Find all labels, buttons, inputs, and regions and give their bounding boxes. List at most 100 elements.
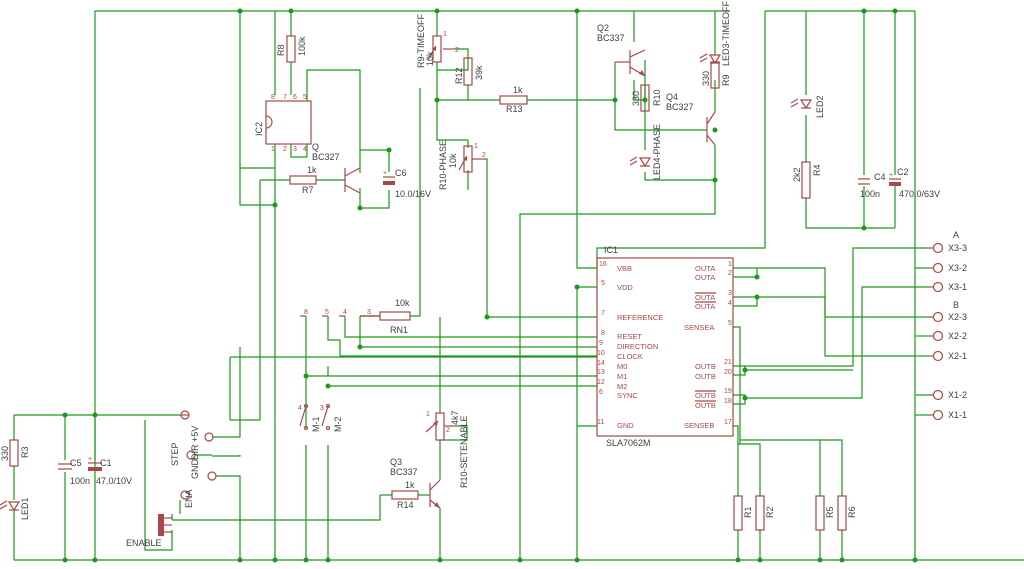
ic1-pin-senseb: SENSEB bbox=[684, 421, 714, 430]
svg-text:1: 1 bbox=[426, 411, 430, 418]
c5-value: 100n bbox=[70, 476, 90, 486]
q3-value: BC337 bbox=[390, 467, 418, 477]
svg-text:18: 18 bbox=[724, 398, 732, 405]
r1-resistor: R1 bbox=[733, 495, 753, 531]
r10-name: R10 bbox=[652, 89, 662, 106]
led3-timeoff: LED3-TIMEOFF bbox=[699, 0, 731, 66]
c4-name: C4 bbox=[874, 172, 886, 182]
r5-resistor: R5 bbox=[815, 495, 835, 531]
led4-name: LED4-PHASE bbox=[652, 124, 662, 180]
r10-resistor: 330 R10 bbox=[631, 84, 662, 112]
r4-name: R4 bbox=[812, 164, 822, 176]
terminal-x2-1: X2-1 bbox=[930, 350, 967, 362]
svg-text:19: 19 bbox=[724, 388, 732, 395]
svg-text:+: + bbox=[889, 172, 893, 179]
conn-ena-label: ENA bbox=[184, 489, 194, 508]
r4-value: 2k2 bbox=[792, 167, 802, 182]
svg-text:8: 8 bbox=[271, 94, 275, 101]
q4-value: BC327 bbox=[666, 102, 694, 112]
conn-step-label: STEP bbox=[170, 442, 180, 466]
svg-text:4: 4 bbox=[298, 405, 302, 412]
led2-name: LED2 bbox=[815, 95, 825, 118]
led4-phase: LED4-PHASE bbox=[629, 124, 662, 180]
ic1-pin-vbb: VBB bbox=[617, 264, 632, 273]
r2-resistor: R2 bbox=[755, 495, 775, 531]
svg-text:1: 1 bbox=[271, 146, 275, 153]
r10-setenable-name: R10-SETENABLE bbox=[459, 415, 469, 488]
svg-text:6: 6 bbox=[293, 94, 297, 101]
ic1-pin-gnd: GND bbox=[617, 421, 634, 430]
c5-capacitor: C5 100n bbox=[58, 458, 90, 486]
terminal-x1-1: X1-1 bbox=[930, 409, 967, 421]
terminal-x3-3-label: X3-3 bbox=[948, 243, 967, 253]
r7-resistor: 1k R7 bbox=[289, 165, 317, 195]
c6-name: C6 bbox=[395, 168, 407, 178]
c2-capacitor: + C2 470.0/63V bbox=[889, 167, 940, 199]
r6-resistor: R6 bbox=[837, 495, 857, 531]
r7-name: R7 bbox=[302, 185, 314, 195]
r10-setenable-pot: 12 4k7 R10-SETENABLE bbox=[425, 410, 469, 488]
ic1-pin-outa-1: OUTA bbox=[695, 264, 715, 273]
led2: LED2 bbox=[790, 95, 825, 118]
ic1-left-pins: 16 5 7 8 9 10 14 13 12 6 11 VBB VDD REFE… bbox=[597, 261, 663, 430]
svg-text:20: 20 bbox=[724, 369, 732, 376]
ic2-name: IC2 bbox=[254, 122, 264, 136]
r7-value: 1k bbox=[307, 165, 317, 175]
svg-text:3: 3 bbox=[728, 290, 732, 297]
svg-text:5: 5 bbox=[728, 320, 732, 327]
svg-text:21: 21 bbox=[724, 359, 732, 366]
svg-text:1: 1 bbox=[443, 31, 447, 38]
svg-text:7: 7 bbox=[601, 310, 605, 317]
rn1-name: RN1 bbox=[390, 325, 408, 335]
svg-text:9: 9 bbox=[599, 340, 603, 347]
terminal-x3-1: X3-1 bbox=[930, 281, 967, 293]
svg-text:13: 13 bbox=[597, 369, 605, 376]
terminal-x3-3: X3-3 bbox=[930, 242, 967, 254]
c6-capacitor: + C6 10.0/16V bbox=[383, 168, 431, 199]
terminal-x3-2-label: X3-2 bbox=[948, 263, 967, 273]
svg-text:14: 14 bbox=[597, 360, 605, 367]
ic1-pin-m0: M0 bbox=[617, 362, 627, 371]
q-transistor: Q BC327 bbox=[312, 142, 361, 194]
ic1-pin-vdd: VDD bbox=[617, 283, 633, 292]
svg-text:5: 5 bbox=[303, 94, 307, 101]
conn-dir-label: DIR bbox=[190, 444, 200, 460]
junction-dots bbox=[62, 8, 918, 563]
c1-name: C1 bbox=[100, 458, 112, 468]
r13-name: R13 bbox=[506, 104, 523, 114]
r10-phase-pot: 12 R10-PHASE 10k bbox=[438, 140, 486, 190]
led1: LED1 bbox=[0, 497, 30, 520]
svg-text:12: 12 bbox=[597, 379, 605, 386]
led1-name: LED1 bbox=[20, 497, 30, 520]
r13-resistor: 1k R13 bbox=[499, 85, 528, 114]
ic1-pin-sync: SYNC bbox=[617, 391, 638, 400]
svg-text:1: 1 bbox=[474, 143, 478, 150]
ic1-pin-outa-4: OUTA bbox=[695, 302, 715, 311]
r14-value: 1k bbox=[405, 480, 415, 490]
ic1-pin-clock: CLOCK bbox=[617, 352, 643, 361]
ic1-pin-outb-2: OUTB bbox=[695, 372, 716, 381]
r14-resistor: 1k R14 bbox=[391, 480, 419, 510]
r10-phase-name: R10-PHASE bbox=[438, 140, 448, 190]
svg-text:3: 3 bbox=[293, 146, 297, 153]
r8-name: R8 bbox=[276, 44, 286, 56]
r9-name: R9 bbox=[721, 74, 731, 86]
svg-text:6: 6 bbox=[599, 389, 603, 396]
svg-text:3: 3 bbox=[367, 309, 371, 316]
r3-resistor: 330 R3 bbox=[0, 439, 30, 500]
q-name: Q bbox=[312, 142, 319, 152]
svg-text:4: 4 bbox=[728, 300, 732, 307]
ic1-pin-outa-3: OUTA bbox=[695, 293, 715, 302]
terminal-x2-3: X2-3 bbox=[930, 311, 967, 323]
r12-value: 39k bbox=[474, 65, 484, 80]
svg-text:2: 2 bbox=[728, 270, 732, 277]
r13-value: 1k bbox=[513, 85, 523, 95]
svg-text:8: 8 bbox=[304, 309, 308, 316]
r8-resistor: R8 100k bbox=[276, 35, 307, 63]
q4-transistor: Q4 BC327 bbox=[666, 92, 716, 146]
r3-value: 330 bbox=[0, 446, 10, 461]
r4-resistor: 2k2 R4 bbox=[792, 161, 822, 199]
enable-jumper: ENABLE bbox=[126, 514, 172, 548]
r2-name: R2 bbox=[765, 506, 775, 518]
ic1-pin-outa-2: OUTA bbox=[695, 273, 715, 282]
